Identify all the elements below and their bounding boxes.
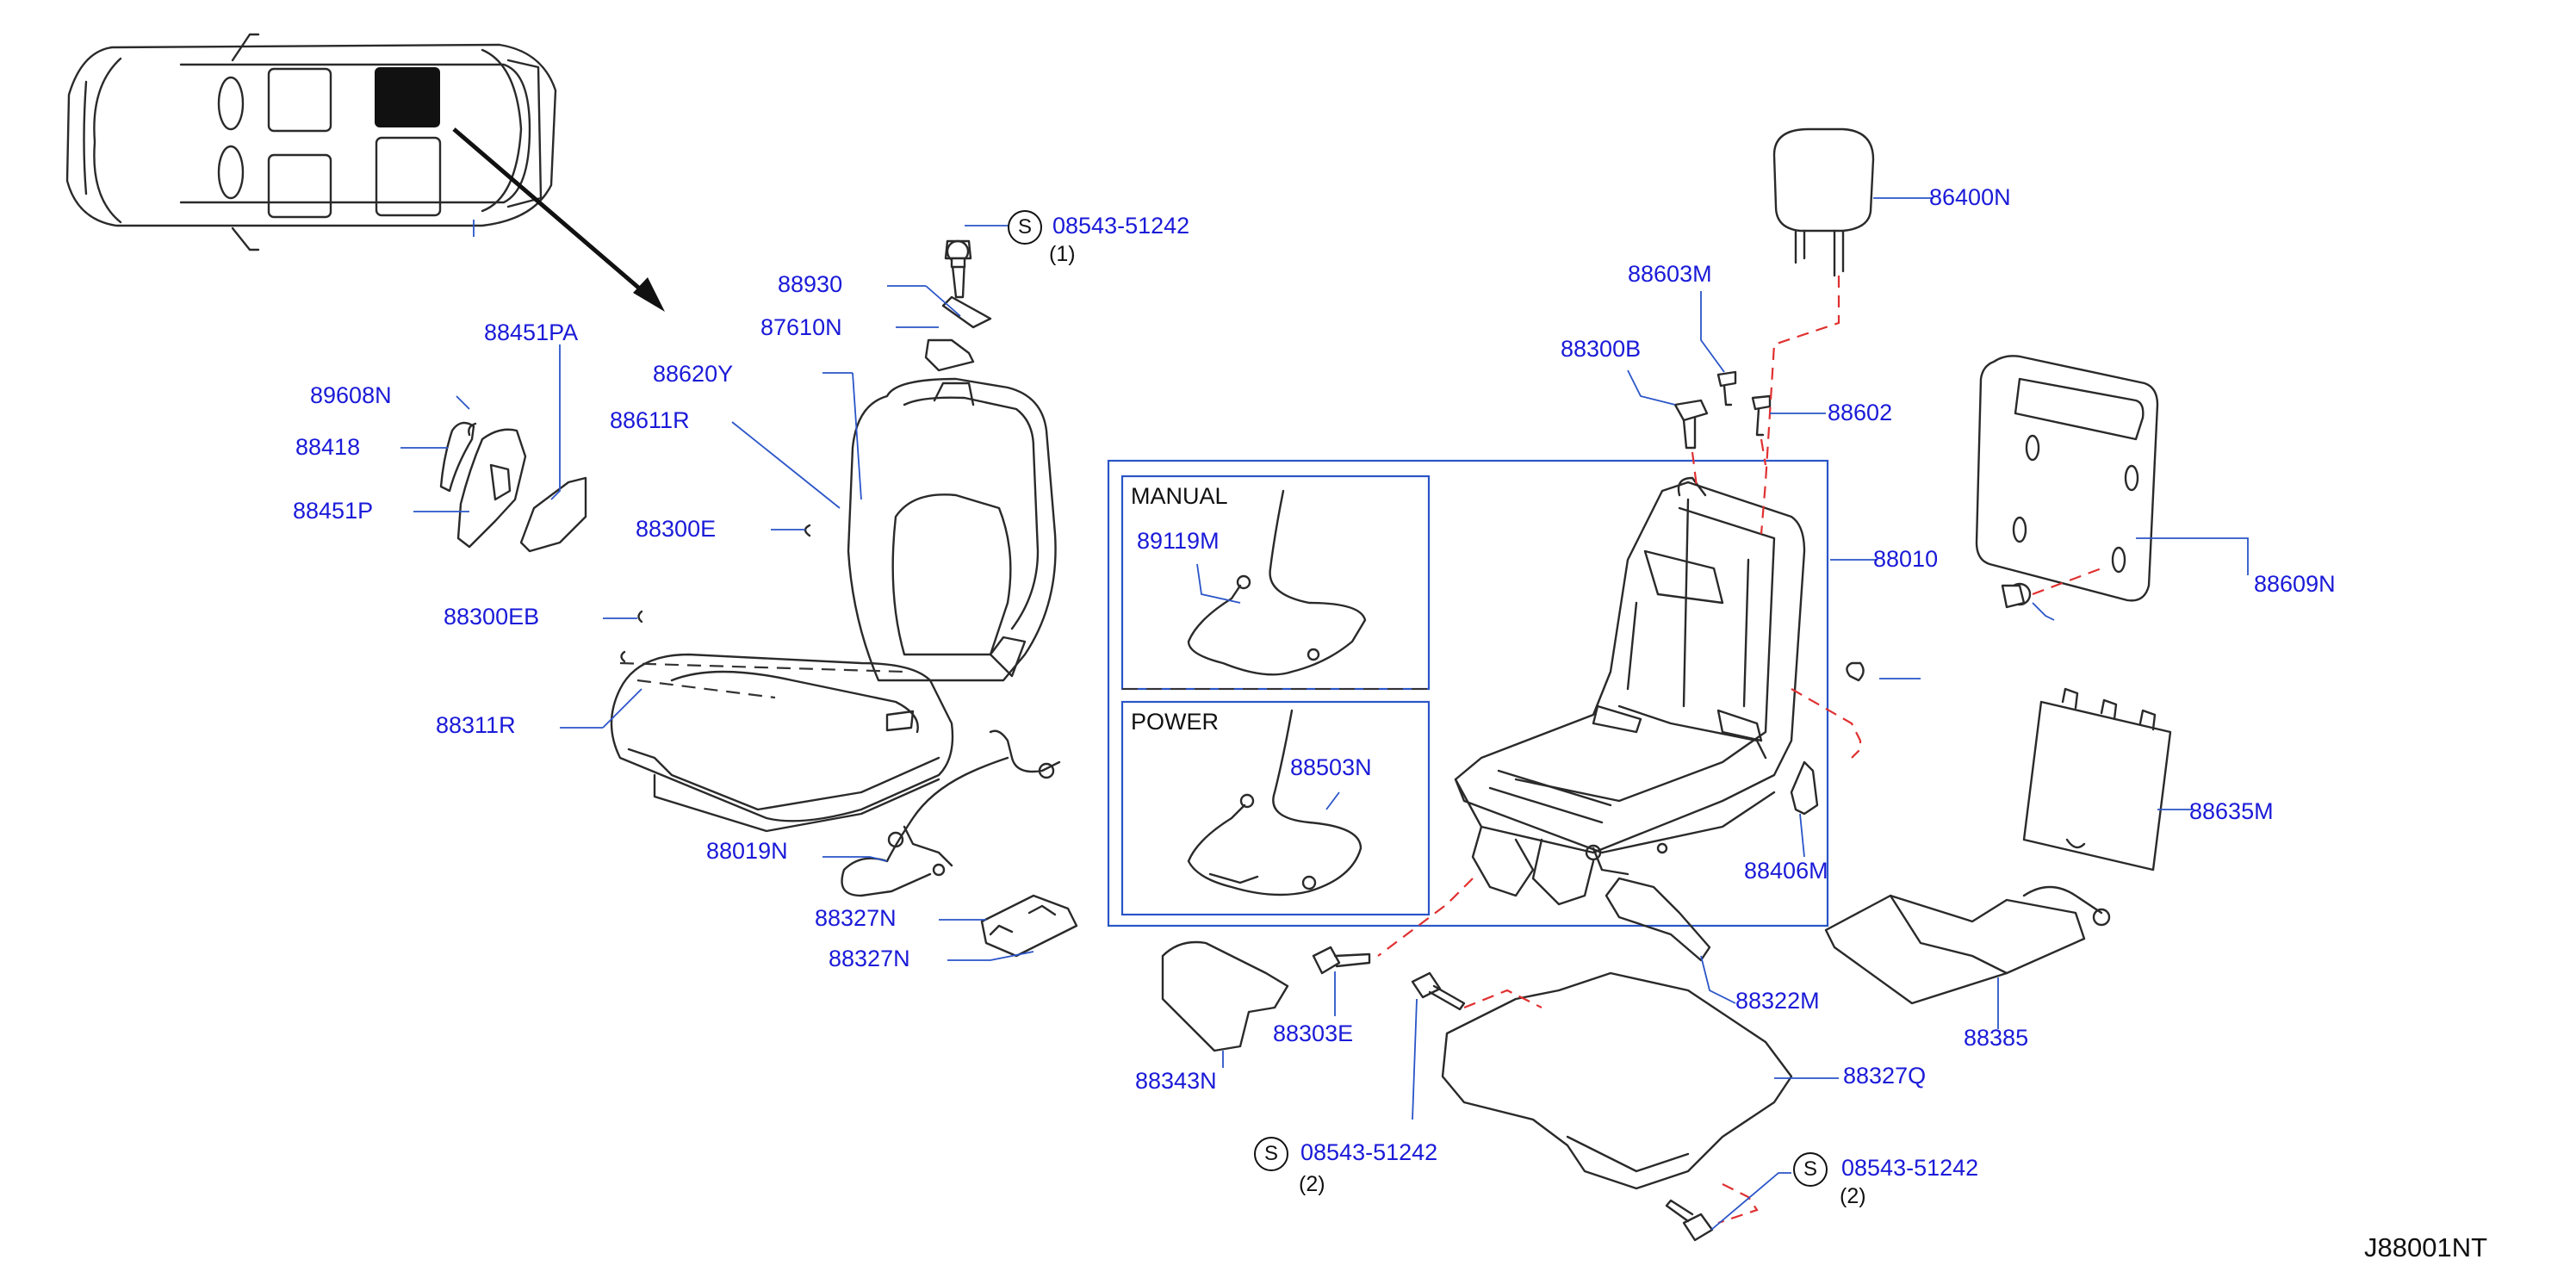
label-88602[interactable]: 88602: [1828, 400, 1893, 425]
screw-08543-top: [950, 257, 966, 269]
panel-88635M: [2022, 687, 2172, 872]
label-88327N-a[interactable]: 88327N: [815, 905, 897, 931]
label-88451PA[interactable]: 88451PA: [484, 320, 579, 345]
screw-symbol-mid: S: [1254, 1137, 1288, 1171]
label-88635M[interactable]: 88635M: [2189, 798, 2274, 824]
label-88327N-b[interactable]: 88327N: [829, 946, 910, 971]
label-87610N[interactable]: 87610N: [760, 314, 842, 340]
wire-harness-88019N: [841, 729, 1061, 897]
label-08543-51242-bot[interactable]: 08543-51242: [1841, 1155, 1979, 1181]
label-88322M[interactable]: 88322M: [1735, 988, 1820, 1014]
label-88343N[interactable]: 88343N: [1135, 1068, 1217, 1094]
label-89119M[interactable]: 89119M: [1137, 528, 1220, 554]
frame-callout-box: [1107, 459, 1829, 927]
label-88327Q[interactable]: 88327Q: [1843, 1063, 1927, 1089]
label-88503N[interactable]: 88503N: [1290, 754, 1372, 780]
screw-08543-mid: [1411, 971, 1466, 1011]
trim-88322M: [1605, 877, 1711, 962]
hidden-lines: [1377, 276, 2102, 1225]
black-dashed-lines: [619, 661, 905, 699]
qty-bot: (2): [1840, 1184, 1866, 1208]
inset-title-manual: MANUAL: [1131, 483, 1228, 509]
label-88930[interactable]: 88930: [778, 271, 843, 297]
cover-88327N: [980, 894, 1078, 958]
cover-88327Q: [1441, 971, 1793, 1190]
label-88451P[interactable]: 88451P: [293, 498, 374, 524]
label-88303E[interactable]: 88303E: [1273, 1021, 1354, 1046]
back-panel-88609N: [1975, 355, 2159, 606]
leader-lines: [400, 197, 2249, 1231]
power-inset-box: [1120, 700, 1431, 916]
label-88609N[interactable]: 88609N: [2254, 571, 2336, 597]
label-88603M[interactable]: 88603M: [1628, 261, 1712, 287]
mat-88385: [1824, 885, 2111, 1005]
label-08543-51242-top[interactable]: 08543-51242: [1052, 213, 1190, 239]
bolt-88303E: [1312, 946, 1371, 975]
clip-fasteners: [620, 239, 992, 663]
label-88406M[interactable]: 88406M: [1744, 858, 1828, 884]
trim-88343N: [1161, 940, 1289, 1052]
label-88300E[interactable]: 88300E: [636, 516, 717, 542]
label-88620Y[interactable]: 88620Y: [653, 361, 734, 387]
seat-frame-88010: [1454, 476, 1806, 906]
side-cover-88451: [439, 421, 587, 553]
clip-88360B: [1846, 661, 1865, 682]
manual-harness-89119M: [1187, 489, 1367, 676]
seat-assembly: [610, 377, 1057, 833]
screw-symbol-bot: S: [1793, 1152, 1828, 1187]
screw-symbol-top: S: [1008, 210, 1042, 245]
label-88311R[interactable]: 88311R: [436, 712, 516, 738]
label-08543-51242-mid[interactable]: 08543-51242: [1300, 1139, 1438, 1165]
clip-88609N: [2001, 584, 2026, 609]
label-89608N[interactable]: 89608N: [310, 382, 392, 408]
screw-08543-bot: [1665, 1199, 1714, 1242]
bolts-88300B-88603M-88602: [1673, 370, 1772, 450]
trim-88406M: [1790, 760, 1819, 816]
label-88418[interactable]: 88418: [295, 434, 361, 460]
inset-title-power: POWER: [1131, 709, 1220, 735]
headrest-86400N: [1772, 127, 1875, 277]
diagram-code: J88001NT: [2364, 1232, 2488, 1262]
label-88385[interactable]: 88385: [1964, 1025, 2029, 1051]
label-88300B[interactable]: 88300B: [1561, 336, 1642, 362]
car-top-view-icon: [65, 33, 665, 312]
label-88019N[interactable]: 88019N: [706, 838, 788, 864]
qty-mid: (2): [1299, 1172, 1325, 1196]
label-88010[interactable]: 88010: [1873, 546, 1939, 572]
power-harness-88503N: [1187, 709, 1362, 896]
label-88300EB[interactable]: 88300EB: [444, 604, 540, 630]
label-88611R[interactable]: 88611R: [610, 407, 690, 433]
label-86400N[interactable]: 86400N: [1929, 184, 2011, 210]
qty-top: (1): [1049, 242, 1076, 266]
